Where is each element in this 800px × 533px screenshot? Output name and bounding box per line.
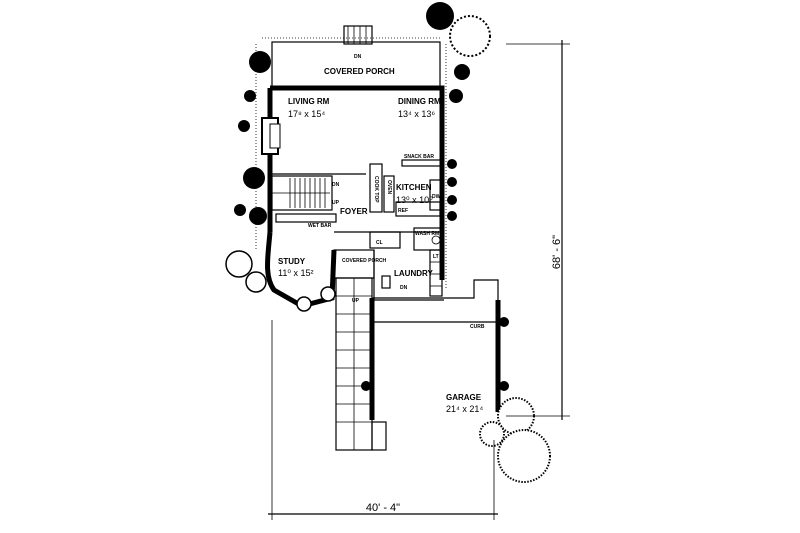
wash-room-label: WASH RM: [415, 231, 439, 237]
walkway: [335, 277, 387, 451]
covered-porch-top: DN COVERED PORCH: [271, 25, 441, 89]
laundry-dn-label: DN: [400, 285, 408, 291]
living-room-label: LIVING RM: [288, 97, 330, 106]
kitchen-label: KITCHEN: [396, 183, 432, 192]
foyer-label: FOYER: [340, 207, 368, 216]
cooktop-label: COOK TOP: [373, 176, 379, 203]
stair-dn-label: DN: [332, 182, 340, 188]
dimension-vertical: 68' - 6": [506, 40, 570, 420]
side-porch-label: COVERED PORCH: [342, 258, 387, 264]
closet-label: CL: [376, 240, 383, 246]
garage-size: 21⁴ x 21⁴: [446, 404, 483, 414]
study-label: STUDY: [278, 257, 306, 266]
width-dimension: 40' - 4": [366, 502, 400, 514]
laundry-label: LAUNDRY: [394, 269, 433, 278]
covered-porch-label: COVERED PORCH: [324, 67, 395, 76]
side-up-label: UP: [352, 298, 360, 304]
oven-label: OVEN: [386, 180, 392, 195]
study-size: 11⁰ x 15²: [278, 268, 313, 278]
linen-label: LT: [433, 254, 439, 260]
refrigerator-label: REF: [398, 208, 408, 214]
garage-label: GARAGE: [446, 393, 482, 402]
wet-bar-label: WET BAR: [308, 223, 332, 229]
living-room-size: 17⁸ x 15⁴: [288, 109, 325, 119]
porch-dn-label: DN: [354, 54, 362, 60]
stair-up-label: UP: [332, 200, 340, 206]
room-labels: LIVING RM 17⁸ x 15⁴ DINING RM 13⁴ x 13⁶ …: [278, 97, 441, 304]
depth-dimension: 68' - 6": [551, 235, 563, 269]
snack-bar-label: SNACK BAR: [404, 154, 434, 160]
kitchen-size: 13⁰ x 10⁰: [396, 195, 433, 205]
dishwasher-label: DW: [432, 194, 441, 200]
curb-label: CURB: [470, 324, 485, 330]
dimension-horizontal: 40' - 4": [268, 320, 498, 520]
dining-room-size: 13⁴ x 13⁶: [398, 109, 435, 119]
landscaping: [225, 2, 551, 483]
garage: CURB GARAGE 21⁴ x 21⁴: [369, 279, 501, 420]
stair-treads: [272, 178, 330, 208]
dining-room-label: DINING RM: [398, 97, 441, 106]
